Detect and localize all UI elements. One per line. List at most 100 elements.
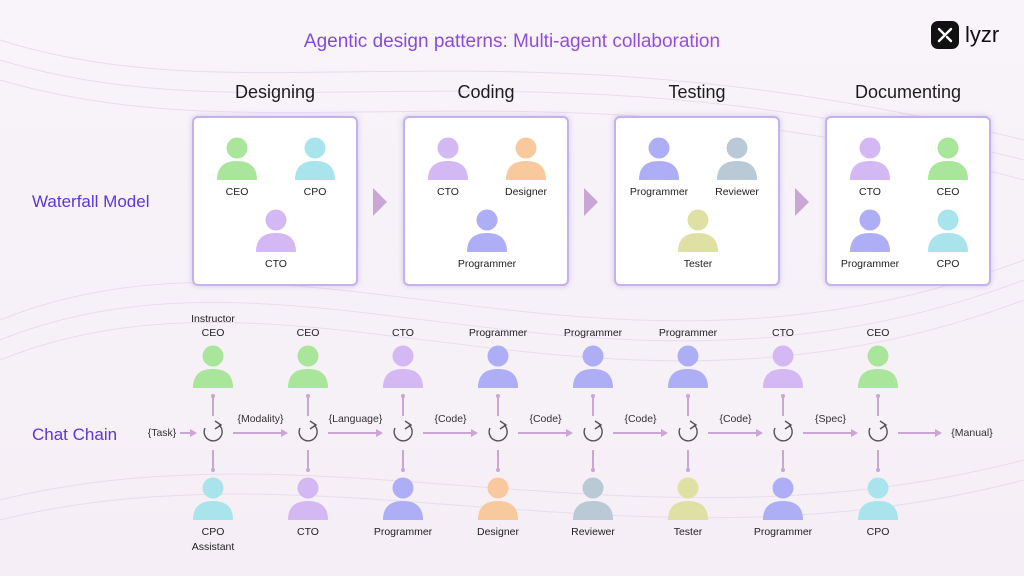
agent-label-chain-bottom-2: Programmer xyxy=(373,526,433,538)
agent-icon xyxy=(572,344,614,395)
cycle-icon-4-head xyxy=(594,420,603,430)
instructor-label: Instructor xyxy=(191,313,235,325)
agent-icon xyxy=(857,344,899,395)
agent-label-chain-top-6: CTO xyxy=(772,327,794,339)
agent-icon xyxy=(192,476,234,527)
chat-chain-label: Chat Chain xyxy=(32,425,118,444)
chain-dot-top-6 xyxy=(781,394,785,398)
agent-label-chain-bottom-0: CPO xyxy=(201,526,225,538)
chain-arrow-5-head xyxy=(661,429,668,437)
agent-icon xyxy=(667,344,709,395)
agent-label-wf-1-2: Programmer xyxy=(457,258,517,270)
agent-icon xyxy=(382,476,424,527)
agent-icon xyxy=(849,208,891,259)
agent-label-chain-top-0: CEO xyxy=(201,327,225,339)
chain-dot-top-4 xyxy=(591,394,595,398)
agent-icon xyxy=(762,476,804,527)
stage-box-testing xyxy=(614,116,780,286)
chain-dot-top-1 xyxy=(306,394,310,398)
agent-label-chain-top-1: CEO xyxy=(296,327,320,339)
agent-icon xyxy=(762,344,804,395)
agent-icon xyxy=(927,208,969,259)
cycle-icon-4 xyxy=(583,424,603,442)
chain-dot-bottom-3 xyxy=(496,468,500,472)
cycle-icon-1-head xyxy=(309,420,318,430)
agent-label-wf-3-1: CEO xyxy=(936,186,960,198)
agent-label-chain-bottom-3: Designer xyxy=(476,526,520,538)
chain-arrow-2-head xyxy=(376,429,383,437)
diagram-title: Agentic design patterns: Multi-agent col… xyxy=(0,31,1024,53)
agent-icon xyxy=(466,208,508,259)
agent-label-chain-bottom-6: Programmer xyxy=(753,526,813,538)
agent-icon xyxy=(382,344,424,395)
cycle-icon-2-head xyxy=(404,420,413,430)
chain-message-6: {Code} xyxy=(719,413,752,425)
chain-dot-bottom-0 xyxy=(211,468,215,472)
cycle-icon-3 xyxy=(488,424,508,442)
chain-dot-bottom-6 xyxy=(781,468,785,472)
chain-dot-top-3 xyxy=(496,394,500,398)
stage-title-documenting: Documenting xyxy=(854,82,962,102)
chain-arrow-3-head xyxy=(471,429,478,437)
chain-message-0: {Task} xyxy=(147,427,177,439)
agent-icon xyxy=(716,136,758,187)
stage-arrow-1 xyxy=(373,188,387,216)
cycle-icon-6 xyxy=(773,424,793,442)
stage-arrow-2 xyxy=(584,188,598,216)
agent-icon xyxy=(192,344,234,395)
agent-label-chain-bottom-4: Reviewer xyxy=(571,526,615,538)
chain-arrow-1-head xyxy=(281,429,288,437)
agent-label-wf-1-0: CTO xyxy=(437,186,459,198)
assistant-label: Assistant xyxy=(191,541,235,553)
agent-icon xyxy=(857,476,899,527)
cycle-icon-0-head xyxy=(214,420,223,430)
agent-icon xyxy=(255,208,297,259)
waterfall-label: Waterfall Model xyxy=(32,192,150,211)
agent-label-wf-0-0: CEO xyxy=(225,186,249,198)
lyzr-logo: lyzr xyxy=(931,21,999,49)
agent-icon xyxy=(477,476,519,527)
chain-message-4: {Code} xyxy=(529,413,562,425)
agent-label-wf-2-0: Programmer xyxy=(629,186,689,198)
agent-icon xyxy=(477,344,519,395)
agent-icon xyxy=(638,136,680,187)
chain-message-1: {Modality} xyxy=(237,413,284,425)
agent-icon xyxy=(927,136,969,187)
cycle-icon-7-head xyxy=(879,420,888,430)
cycle-icon-5 xyxy=(678,424,698,442)
chain-arrow-0-head xyxy=(190,429,197,437)
cycle-icon-3-head xyxy=(499,420,508,430)
agent-label-wf-2-2: Tester xyxy=(683,258,713,270)
logo-text: lyzr xyxy=(965,22,1000,47)
chain-dot-bottom-2 xyxy=(401,468,405,472)
cycle-icon-6-head xyxy=(784,420,793,430)
stage-title-designing: Designing xyxy=(234,82,316,102)
agent-label-wf-2-1: Reviewer xyxy=(715,186,759,198)
cycle-icon-2 xyxy=(393,424,413,442)
chain-arrow-7-head xyxy=(851,429,858,437)
agent-icon xyxy=(427,136,469,187)
cycle-icon-0 xyxy=(203,424,223,442)
agent-label-chain-top-5: Programmer xyxy=(658,327,718,339)
agent-icon xyxy=(505,136,547,187)
agent-icon xyxy=(294,136,336,187)
chain-dot-top-2 xyxy=(401,394,405,398)
agent-icon xyxy=(667,476,709,527)
chain-dot-top-7 xyxy=(876,394,880,398)
chain-message-7: {Spec} xyxy=(815,413,846,425)
stage-title-testing: Testing xyxy=(668,82,726,102)
agent-label-wf-1-1: Designer xyxy=(504,186,548,198)
agent-label-chain-top-7: CEO xyxy=(866,327,890,339)
logo-mark-icon xyxy=(931,21,959,49)
agent-label-wf-3-2: Programmer xyxy=(840,258,900,270)
agent-icon xyxy=(287,476,329,527)
chain-dot-top-5 xyxy=(686,394,690,398)
stage-title-coding: Coding xyxy=(457,82,515,102)
cycle-icon-1 xyxy=(298,424,318,442)
agent-icon xyxy=(287,344,329,395)
agent-icon xyxy=(572,476,614,527)
agent-label-chain-top-4: Programmer xyxy=(563,327,623,339)
agent-label-chain-bottom-1: CTO xyxy=(297,526,319,538)
